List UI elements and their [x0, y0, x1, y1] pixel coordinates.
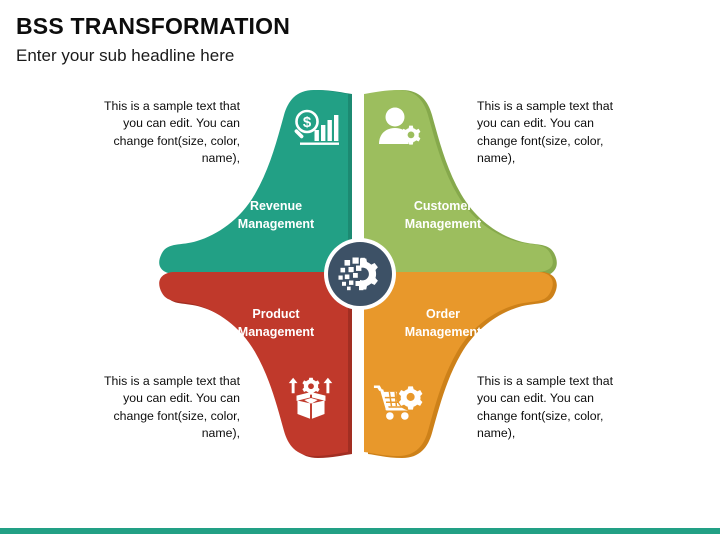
quadrant-label-order-line1: Order — [425, 307, 461, 321]
shopping-cart-gear-icon — [373, 381, 426, 420]
quadrant-description-customer: This is a sample text that you can edit.… — [477, 99, 614, 166]
page-title: BSS TRANSFORMATION — [16, 13, 291, 39]
quadrant-label-order: Order Management — [368, 306, 518, 342]
quadrant-label-revenue-line2: Management — [237, 216, 315, 231]
header: BSS TRANSFORMATION Enter your sub headli… — [16, 13, 706, 65]
person-gear-icon — [379, 107, 421, 145]
quadrant-label-customer-line1: Customer — [413, 199, 473, 213]
open-box-gear-arrows-icon — [288, 377, 333, 419]
svg-text:$: $ — [303, 114, 312, 131]
quadrant-label-customer-line2: Management — [404, 216, 482, 231]
quadrant-label-order-line2: Management — [404, 324, 482, 339]
quadrant-description-product: This is a sample text that you can edit.… — [103, 374, 240, 441]
quadrant-label-product-line1: Product — [252, 307, 300, 321]
quadrant-label-product-line2: Management — [237, 324, 315, 339]
center-hub[interactable] — [322, 236, 398, 312]
bottom-accent-bar — [0, 528, 720, 534]
quadrant-label-revenue-line1: Revenue — [249, 199, 303, 213]
four-quadrant-diagram: Revenue Management Customer Management P… — [0, 72, 720, 482]
pixelated-gear-icon — [338, 257, 378, 291]
quadrant-description-revenue: This is a sample text that you can edit.… — [103, 99, 240, 166]
quadrant-label-product: Product Management — [201, 306, 351, 342]
page-subtitle: Enter your sub headline here — [16, 45, 235, 65]
quadrant-label-revenue: Revenue Management — [201, 198, 351, 234]
magnifier-dollar-bar-chart-icon: $ — [294, 109, 339, 145]
quadrant-label-customer: Customer Management — [368, 198, 518, 234]
quadrant-description-order: This is a sample text that you can edit.… — [477, 374, 614, 441]
